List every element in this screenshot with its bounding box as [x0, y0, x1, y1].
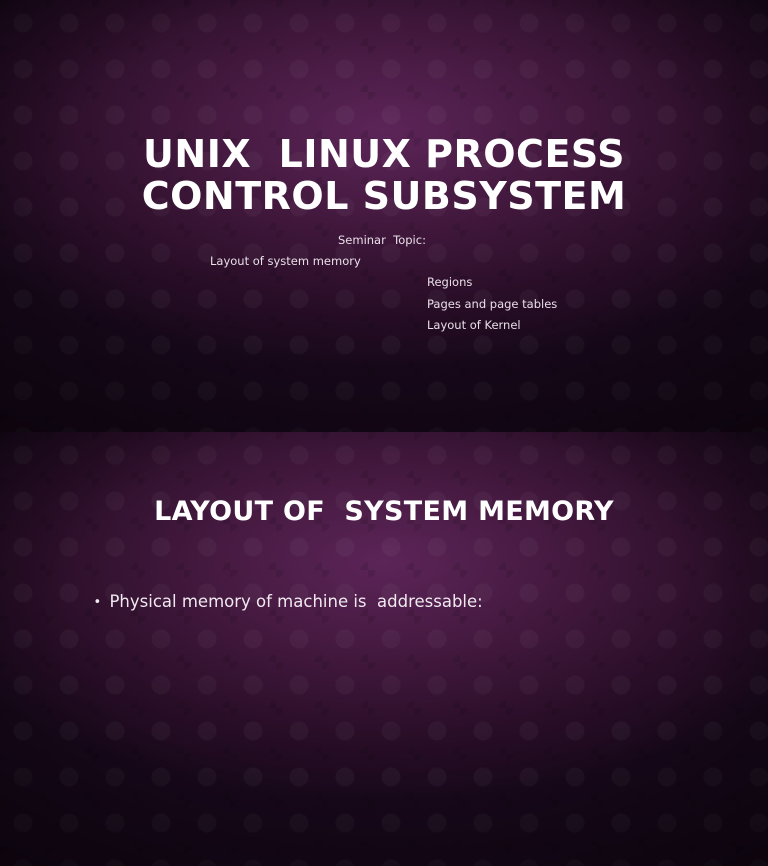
bullet-item: • Physical memory of machine is addressab…	[62, 572, 483, 633]
subtitle-heading: Seminar Topic:	[338, 233, 426, 247]
slide-1-content: UNIX LINUX PROCESS CONTROL SUBSYSTEM Sem…	[0, 0, 768, 432]
bullet-icon: •	[93, 595, 102, 610]
subtitle-topic: Regions	[427, 275, 473, 289]
bullet-text: Physical memory of machine is addressabl…	[109, 592, 483, 611]
slide-title: LAYOUT OF SYSTEM MEMORY	[154, 496, 614, 527]
subtitle-topic: Pages and page tables	[427, 297, 558, 311]
subtitle-topic: Layout of system memory	[210, 254, 361, 268]
subtitle-topic: Layout of Kernel	[427, 318, 521, 332]
slide-title: UNIX LINUX PROCESS CONTROL SUBSYSTEM	[141, 132, 627, 218]
slide-2: LAYOUT OF SYSTEM MEMORY • Physical memory…	[0, 432, 768, 866]
slide-2-content: LAYOUT OF SYSTEM MEMORY • Physical memory…	[0, 432, 768, 866]
slide-1: UNIX LINUX PROCESS CONTROL SUBSYSTEM Sem…	[0, 0, 768, 432]
